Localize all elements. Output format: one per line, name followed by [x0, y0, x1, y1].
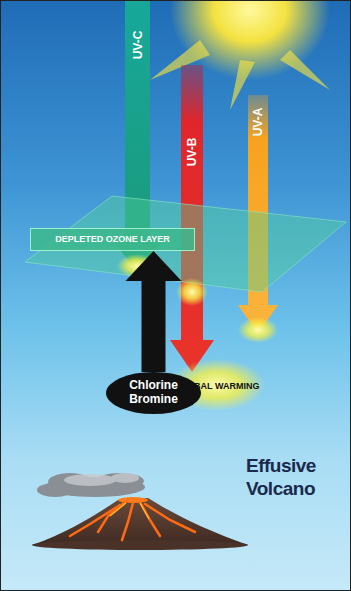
- ozone-layer-band: DEPLETED OZONE LAYER: [30, 228, 195, 251]
- chlorine-bromine-oval: Chlorine Bromine: [106, 372, 201, 414]
- node-text: DEPLETED OZONE LAYER: [55, 234, 170, 244]
- uv-label: UV-A: [251, 108, 265, 137]
- uv-label: UV-B: [185, 138, 199, 167]
- volcano-label: Effusive Volcano: [246, 455, 338, 501]
- uv-label: UV-C: [130, 31, 144, 60]
- node-text: Chlorine Bromine: [119, 379, 189, 407]
- thick-arrow: [126, 251, 182, 372]
